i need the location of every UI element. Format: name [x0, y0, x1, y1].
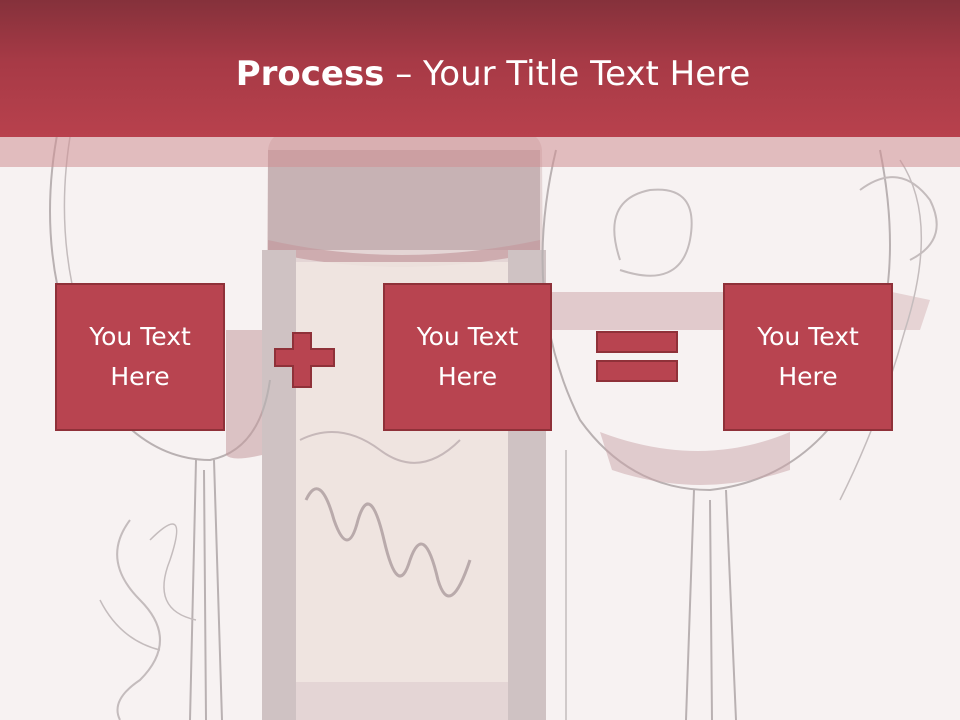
process-box-2[interactable]: You Text Here [383, 283, 552, 431]
title-bar [0, 0, 960, 137]
equals-icon [596, 331, 678, 382]
process-box-2-line-2: Here [437, 362, 498, 391]
process-box-1-line-1: You Text [89, 322, 191, 351]
slide-title: Process – Your Title Text Here [0, 48, 960, 100]
title-accent-band [0, 137, 960, 167]
process-box-1[interactable]: You Text Here [55, 283, 225, 431]
process-box-3-line-1: You Text [757, 322, 859, 351]
process-box-2-line-1: You Text [416, 322, 519, 351]
process-box-3-line-2: Here [778, 362, 838, 391]
process-box-1-line-2: Here [110, 362, 170, 391]
title-rest-text: – Your Title Text Here [384, 54, 751, 94]
title-bold-text: Process [235, 54, 385, 94]
plus-icon [274, 332, 335, 388]
process-box-3[interactable]: You Text Here [723, 283, 893, 431]
